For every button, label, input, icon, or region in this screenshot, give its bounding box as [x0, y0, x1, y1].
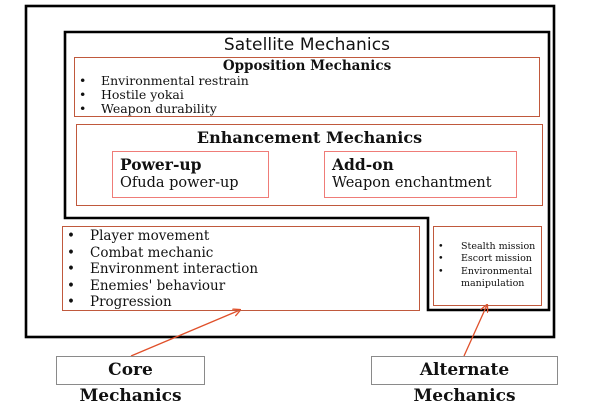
powerup-text: Ofuda power-up	[120, 175, 239, 191]
core-item: Progression	[63, 294, 419, 311]
core-item: Combat mechanic	[63, 245, 419, 262]
powerup-title: Power-up	[120, 155, 202, 174]
opposition-item: Weapon durability	[75, 102, 539, 117]
addon-box: Add-on Weapon enchantment	[324, 151, 517, 198]
enhancement-title: Enhancement Mechanics	[196, 128, 423, 147]
core-mechanics-label: Core Mechanics	[56, 356, 205, 406]
addon-title: Add-on	[332, 155, 394, 174]
alternate-item: Environmental manipulation	[434, 266, 541, 291]
core-item: Enemies' behaviour	[63, 278, 419, 295]
opposition-title: Opposition Mechanics	[222, 58, 392, 74]
powerup-box: Power-up Ofuda power-up	[112, 151, 269, 198]
opposition-list: Environmental restrain Hostile yokai Wea…	[75, 74, 539, 117]
satellite-title: Satellite Mechanics	[223, 35, 391, 55]
opposition-item: Environmental restrain	[75, 74, 539, 89]
core-item: Player movement	[63, 228, 419, 245]
core-arrow	[130, 310, 240, 357]
alternate-item: Escort mission	[434, 253, 541, 266]
alternate-mechanics-label: Alternate Mechanics	[371, 356, 558, 406]
addon-text: Weapon enchantment	[332, 175, 492, 191]
alternate-item: Stealth mission	[434, 241, 541, 254]
alternate-box: Stealth mission Escort mission Environme…	[433, 226, 542, 306]
core-item: Environment interaction	[63, 261, 419, 278]
core-list: Player movement Combat mechanic Environm…	[63, 228, 419, 311]
alternate-list: Stealth mission Escort mission Environme…	[434, 241, 541, 290]
core-box: Player movement Combat mechanic Environm…	[62, 226, 420, 311]
opposition-item: Hostile yokai	[75, 88, 539, 103]
alternate-arrow	[463, 305, 487, 357]
enhancement-box: Enhancement Mechanics	[76, 124, 543, 206]
opposition-box: Opposition Mechanics Environmental restr…	[74, 57, 540, 117]
